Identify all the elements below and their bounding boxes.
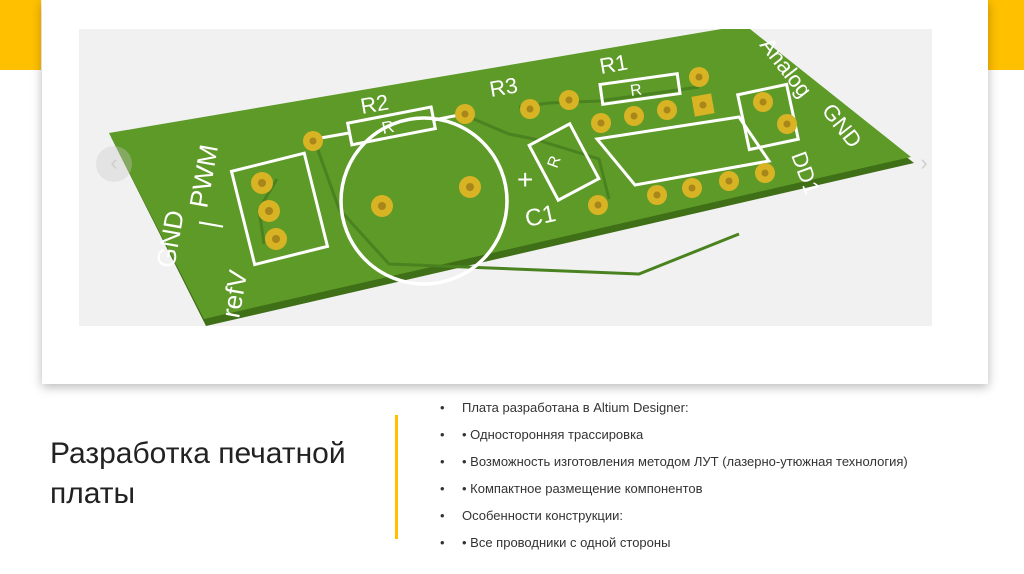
label-plus: + <box>517 164 533 195</box>
list-item: •Плата разработана в Altium Designer: <box>440 400 689 415</box>
bullet-list: •Плата разработана в Altium Designer: ••… <box>440 399 908 561</box>
pcb-render: GND PWM | refV + C1 R R2 R3 R <box>109 29 914 326</box>
accent-bar-left <box>0 0 41 70</box>
list-item: •• Односторонняя трассировка <box>440 427 644 442</box>
label-r1: R1 <box>598 49 630 79</box>
accent-divider <box>395 415 398 539</box>
label-r2: R2 <box>359 89 391 119</box>
list-item: •Особенности конструкции: <box>440 508 623 523</box>
resistor-r3: R3 R <box>488 72 608 215</box>
connector-outline-left <box>229 151 330 267</box>
slide-title: Разработка печатной платы <box>50 437 346 510</box>
resistor-r2: R R2 <box>303 89 475 151</box>
accent-bar-right <box>988 0 1024 70</box>
list-item: •• Компактное размещение компонентов <box>440 481 703 496</box>
connector-pads-left <box>251 172 287 250</box>
svg-text:R: R <box>545 154 565 171</box>
carousel-next-icon[interactable]: › <box>920 150 928 175</box>
list-item: •• Все проводники с одной стороны <box>440 535 671 550</box>
svg-text:R: R <box>380 117 396 138</box>
pcb-image: GND PWM | refV + C1 R R2 R3 R <box>79 29 932 326</box>
list-item: •• Возможность изготовления методом ЛУТ … <box>440 454 908 469</box>
carousel-prev-icon[interactable]: ‹ <box>96 146 132 182</box>
label-c1: C1 <box>523 200 559 233</box>
resistor-r1: R1 R <box>598 49 709 107</box>
label-separator: | <box>193 218 224 230</box>
label-r3: R3 <box>488 72 520 102</box>
capacitor-c1-outline <box>339 116 509 286</box>
svg-text:R: R <box>629 82 643 100</box>
